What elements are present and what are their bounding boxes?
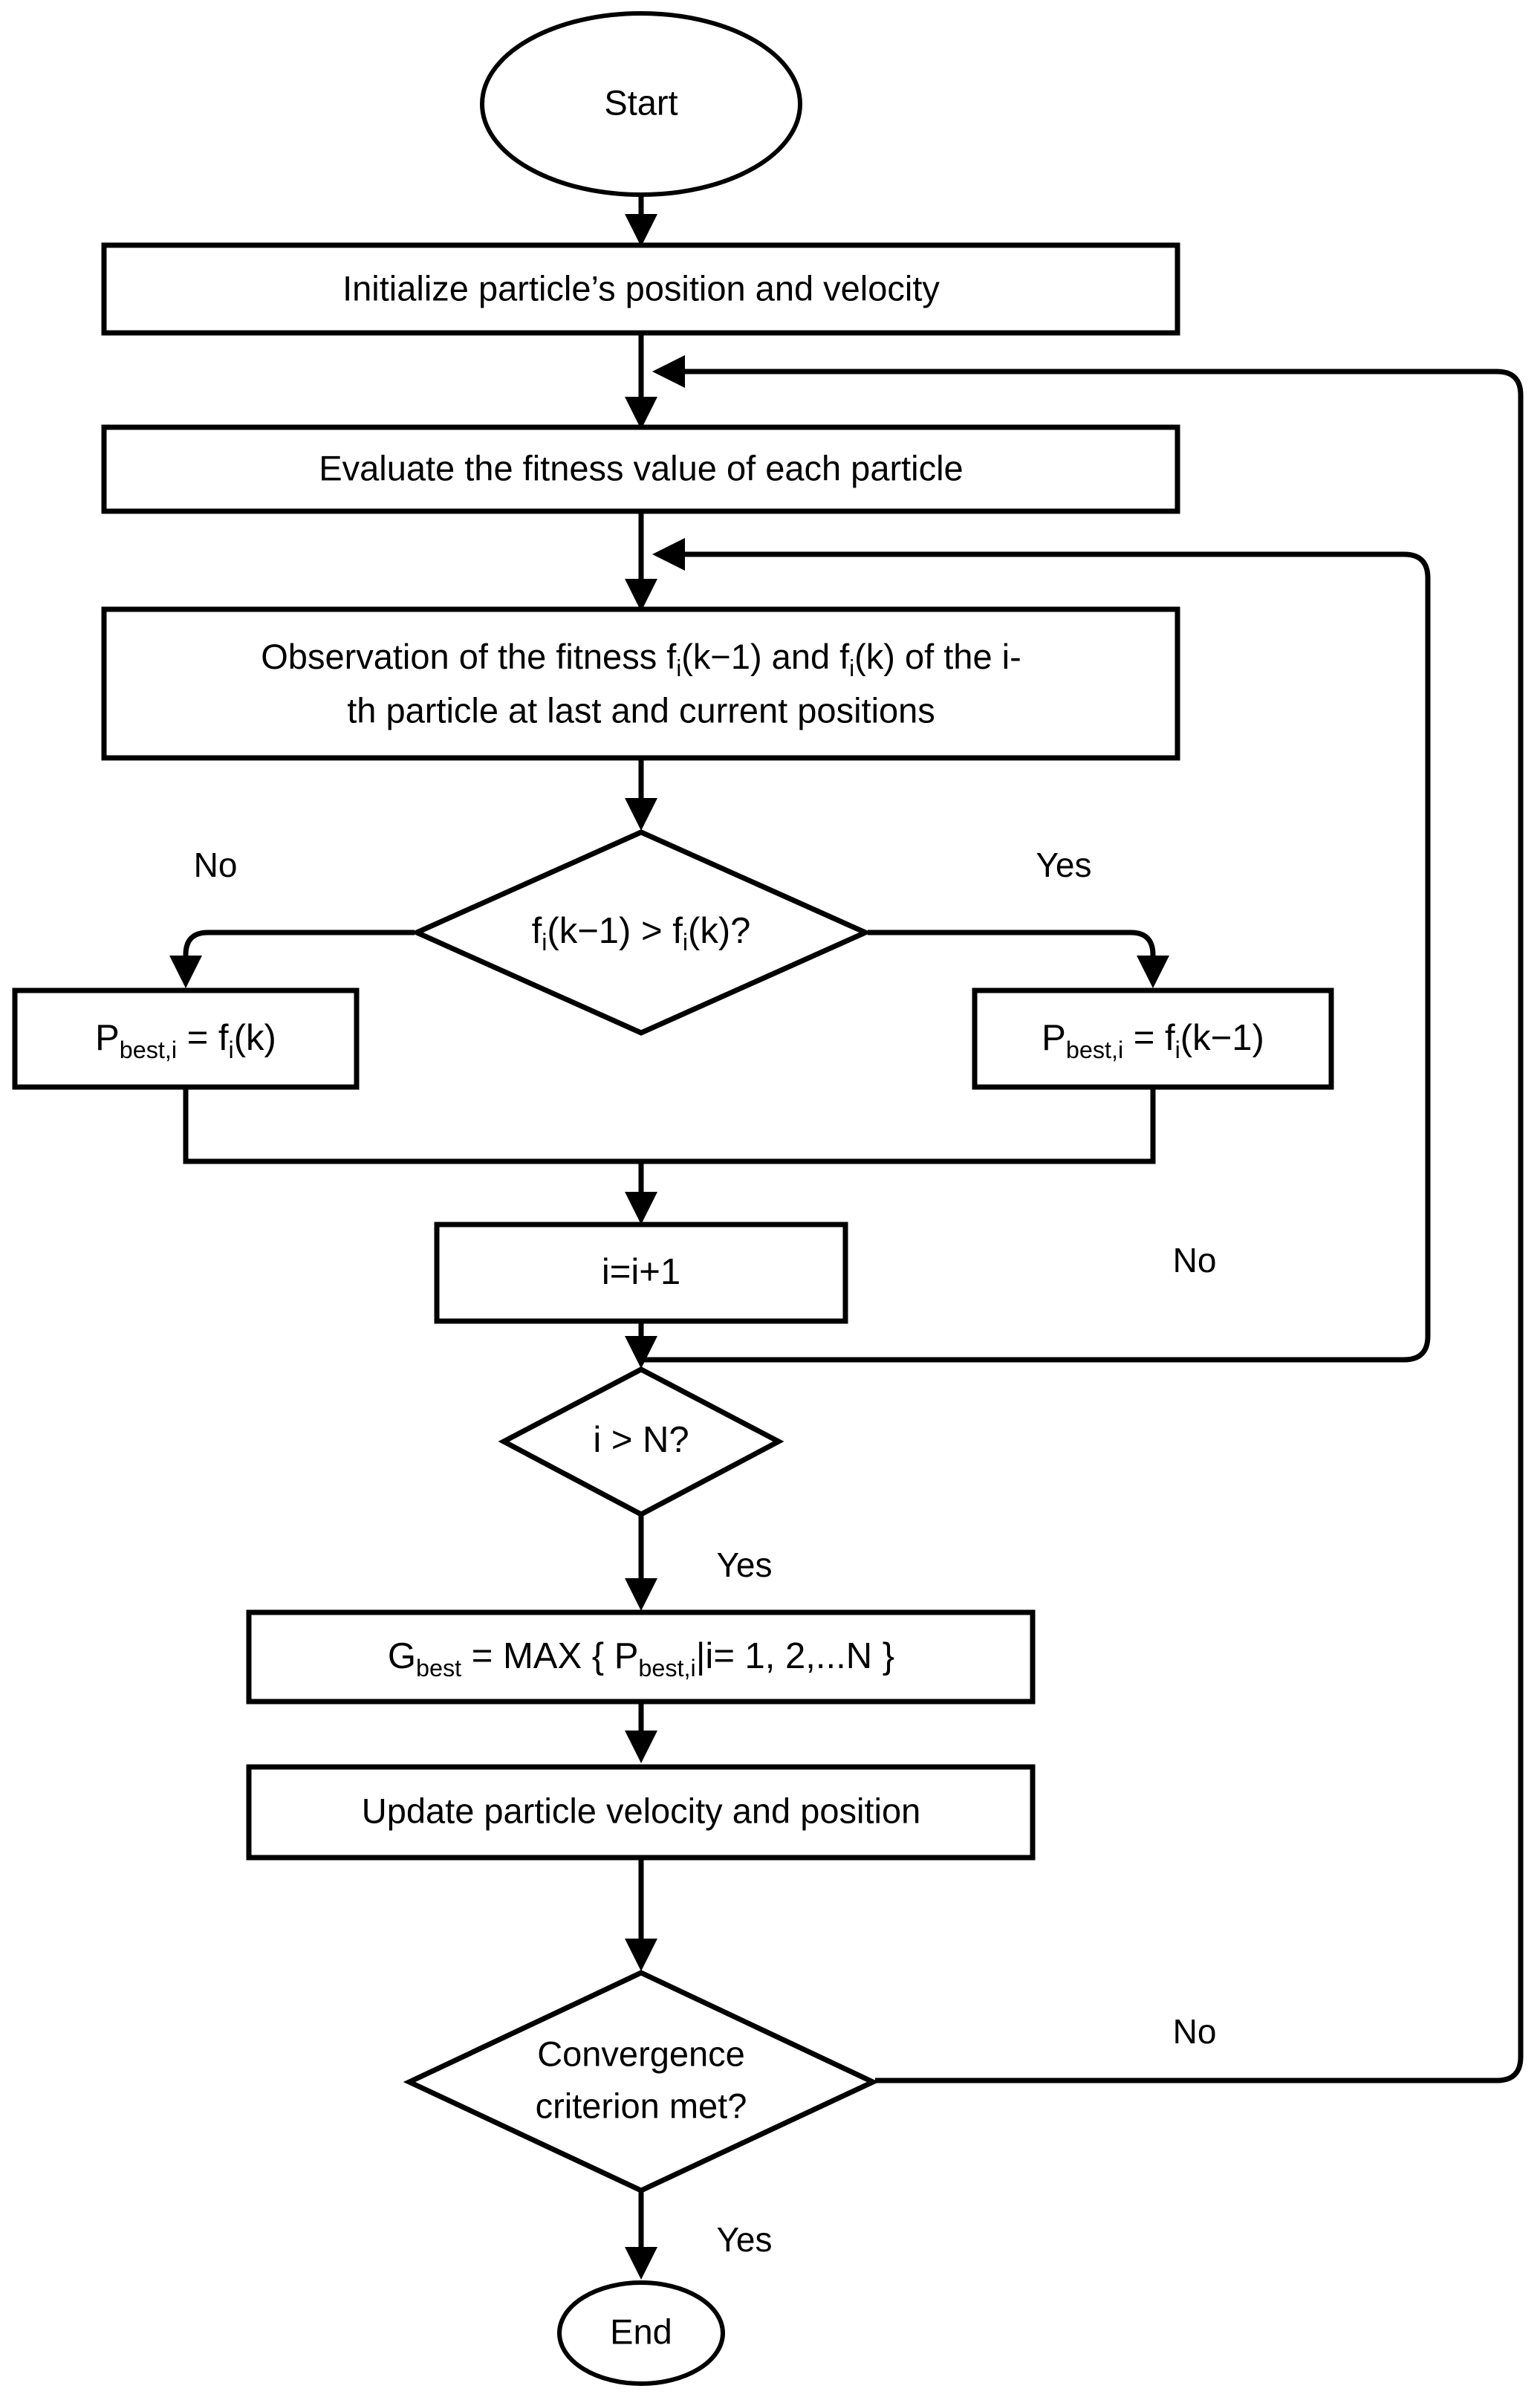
edge-gbest-to-update bbox=[625, 1702, 657, 1763]
node-increment-label: i=i+1 bbox=[602, 1252, 680, 1292]
node-decision-fitness-label: fi(k−1) > fi(k)? bbox=[532, 911, 751, 956]
edge-initialize-to-evaluate bbox=[625, 333, 657, 429]
node-pbest-right-label: Pbest,i = fi(k−1) bbox=[1042, 1018, 1264, 1063]
edge-label-count-no: No bbox=[1173, 1241, 1217, 1280]
edge-observation-to-decision-fitness bbox=[625, 758, 657, 831]
node-end[interactable]: End bbox=[557, 2280, 725, 2386]
edge-increment-to-decision-count bbox=[625, 1321, 657, 1369]
node-observation-line2: th particle at last and current position… bbox=[347, 690, 935, 730]
node-observation-line1: Observation of the fitness fi(k−1) and f… bbox=[261, 637, 1021, 681]
node-evaluate-label: Evaluate the fitness value of each parti… bbox=[319, 448, 963, 487]
node-decision-count[interactable]: i > N? bbox=[498, 1366, 784, 1517]
edge-fitness-yes-to-pbest-right bbox=[868, 930, 1169, 988]
node-initialize-label: Initialize particle’s position and veloc… bbox=[342, 268, 940, 308]
node-update-label: Update particle velocity and position bbox=[362, 1791, 920, 1830]
edge-label-convergence-yes: Yes bbox=[716, 2220, 772, 2259]
node-start[interactable]: Start bbox=[480, 11, 802, 197]
node-gbest-label: Gbest = MAX { Pbest,i|i= 1, 2,...N } bbox=[388, 1636, 894, 1681]
node-end-label: End bbox=[610, 2312, 672, 2351]
edge-label-fitness-yes: Yes bbox=[1036, 846, 1091, 884]
edge-count-no-loop bbox=[641, 538, 1431, 1363]
node-pbest-left-label: Pbest,i = fi(k) bbox=[95, 1018, 276, 1063]
edge-evaluate-to-observation bbox=[625, 511, 657, 612]
edge-count-yes-to-gbest bbox=[625, 1514, 657, 1611]
edge-convergence-no-loop bbox=[652, 355, 1524, 2083]
edge-fitness-no-to-pbest-left bbox=[169, 930, 415, 988]
edge-label-convergence-no: No bbox=[1173, 2012, 1217, 2051]
edge-pbest-merge-to-increment bbox=[183, 1089, 1156, 1225]
node-evaluate[interactable]: Evaluate the fitness value of each parti… bbox=[101, 424, 1180, 514]
node-observation[interactable]: Observation of the fitness fi(k−1) and f… bbox=[101, 606, 1180, 761]
node-decision-fitness[interactable]: fi(k−1) > fi(k)? bbox=[410, 829, 872, 1036]
node-update[interactable]: Update particle velocity and position bbox=[246, 1764, 1036, 1861]
edge-convergence-yes-to-end bbox=[625, 2190, 657, 2280]
node-initialize[interactable]: Initialize particle’s position and veloc… bbox=[101, 242, 1180, 336]
node-pbest-left[interactable]: Pbest,i = fi(k) bbox=[12, 987, 360, 1090]
edge-label-count-yes: Yes bbox=[716, 1546, 772, 1584]
node-decision-convergence-line1: Convergence bbox=[537, 2034, 745, 2073]
node-pbest-right[interactable]: Pbest,i = fi(k−1) bbox=[972, 987, 1334, 1090]
edge-update-to-decision-convergence bbox=[625, 1858, 657, 1971]
node-start-label: Start bbox=[604, 82, 678, 122]
node-decision-convergence[interactable]: Convergence criterion met? bbox=[403, 1970, 880, 2193]
edge-label-fitness-no: No bbox=[194, 846, 238, 884]
node-decision-count-label: i > N? bbox=[593, 1420, 689, 1460]
node-increment[interactable]: i=i+1 bbox=[434, 1222, 848, 1324]
node-gbest[interactable]: Gbest = MAX { Pbest,i|i= 1, 2,...N } bbox=[246, 1609, 1036, 1705]
node-decision-convergence-line2: criterion met? bbox=[536, 2086, 747, 2125]
